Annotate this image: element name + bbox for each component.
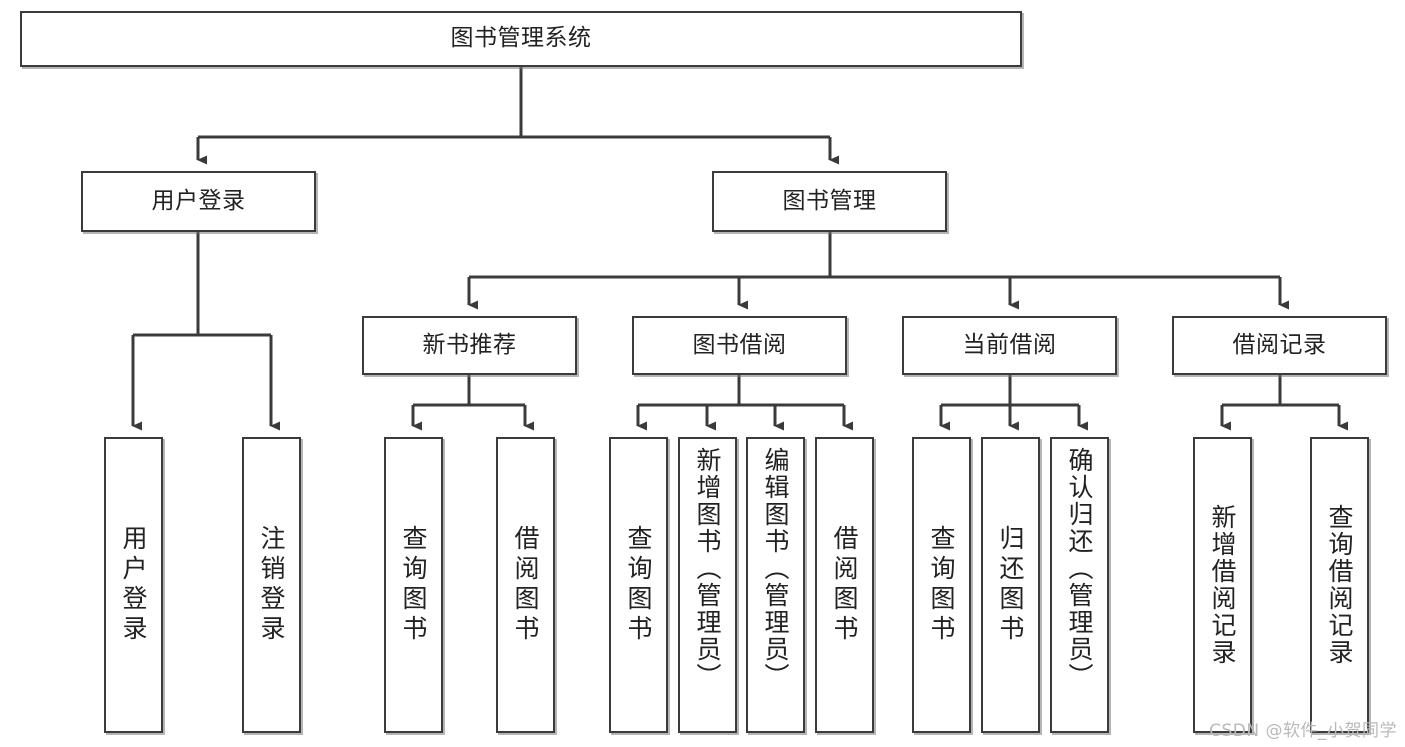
node-label: 新书推荐 <box>422 331 517 358</box>
node-label: 注销登录 <box>257 525 286 645</box>
leaf-user-login-logout[interactable]: 注销登录 <box>242 437 301 733</box>
leaf-borrow-record-add-record[interactable]: 新增借阅记录 <box>1193 437 1252 733</box>
node-label: 编辑图书（管理员） <box>761 447 790 690</box>
csdn-watermark: CSDN @软件_小贺同学 <box>1209 721 1397 741</box>
node-label: 查询图书 <box>927 525 956 645</box>
node-label: 查询图书 <box>624 525 653 645</box>
node-label: 借阅图书 <box>830 525 859 645</box>
node-label: 用户登录 <box>119 525 148 645</box>
node-label: 查询借阅记录 <box>1325 504 1354 666</box>
leaf-book-borrow-add-book-admin[interactable]: 新增图书（管理员） <box>678 437 737 733</box>
node-root-book-management-system[interactable]: 图书管理系统 <box>20 11 1022 67</box>
node-label: 归还图书 <box>996 525 1025 645</box>
node-label: 当前借阅 <box>962 331 1057 358</box>
leaf-book-borrow-query-books[interactable]: 查询图书 <box>609 437 668 733</box>
node-label: 图书借阅 <box>692 331 787 358</box>
node-label: 图书管理系统 <box>450 25 592 52</box>
node-label: 查询图书 <box>399 525 428 645</box>
leaf-current-borrow-return-books[interactable]: 归还图书 <box>981 437 1040 733</box>
node-current-borrow[interactable]: 当前借阅 <box>902 316 1117 375</box>
leaf-new-book-borrow-books[interactable]: 借阅图书 <box>496 437 555 733</box>
node-borrow-record[interactable]: 借阅记录 <box>1172 316 1387 375</box>
leaf-current-borrow-query-books[interactable]: 查询图书 <box>912 437 971 733</box>
leaf-new-book-query-books[interactable]: 查询图书 <box>384 437 443 733</box>
node-label: 确认归还（管理员） <box>1065 447 1094 690</box>
node-label: 借阅记录 <box>1232 331 1327 358</box>
node-label: 图书管理 <box>782 187 877 214</box>
node-book-borrow[interactable]: 图书借阅 <box>632 316 847 375</box>
node-label: 新增图书（管理员） <box>693 447 722 690</box>
node-user-login[interactable]: 用户登录 <box>81 171 316 232</box>
leaf-book-borrow-borrow-books[interactable]: 借阅图书 <box>815 437 874 733</box>
node-book-management[interactable]: 图书管理 <box>712 171 947 232</box>
node-label: 新增借阅记录 <box>1208 504 1237 666</box>
node-label: 用户登录 <box>151 187 246 214</box>
leaf-book-borrow-edit-book-admin[interactable]: 编辑图书（管理员） <box>746 437 805 733</box>
leaf-borrow-record-query-record[interactable]: 查询借阅记录 <box>1310 437 1369 733</box>
node-label: 借阅图书 <box>511 525 540 645</box>
node-new-book-recommend[interactable]: 新书推荐 <box>362 316 577 375</box>
leaf-current-borrow-confirm-return-admin[interactable]: 确认归还（管理员） <box>1050 437 1109 733</box>
leaf-user-login-do-login[interactable]: 用户登录 <box>104 437 163 733</box>
